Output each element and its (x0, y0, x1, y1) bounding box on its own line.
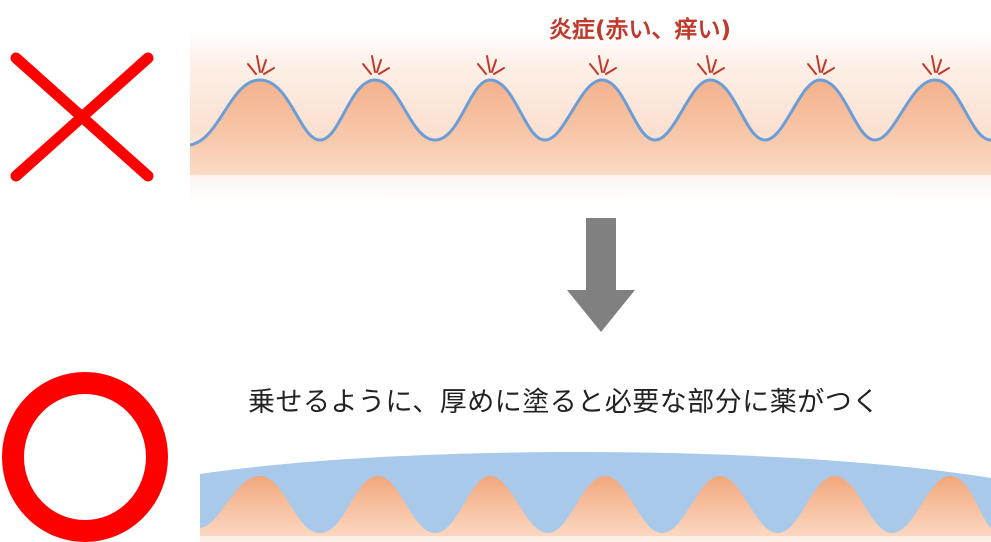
spark-icon (247, 55, 275, 75)
spark-icon (697, 55, 725, 75)
spark-icon (362, 55, 390, 75)
spark-icon (807, 55, 835, 75)
inflamed-skin-diagram (190, 30, 991, 200)
spark-icon (589, 55, 617, 75)
medicated-skin-diagram (200, 451, 991, 542)
inflammation-caption: 炎症(赤い、痒い) (548, 17, 732, 43)
spark-icon (477, 55, 505, 75)
circle-icon (2, 372, 168, 542)
arrow-down-icon (567, 218, 635, 332)
cross-icon (10, 52, 154, 182)
application-caption: 乗せるように、厚めに塗ると必要な部分に薬がつく (248, 387, 880, 418)
spark-icon (922, 55, 950, 75)
